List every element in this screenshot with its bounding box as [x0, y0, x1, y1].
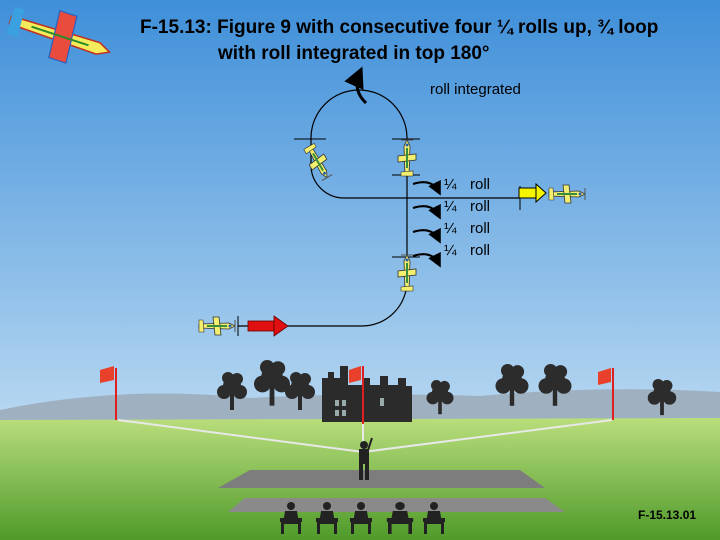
exit-direction-arrow-icon [518, 182, 547, 204]
aerobatic-plane-logo-icon [6, 6, 112, 64]
quarter-roll-arrow-icon [412, 203, 441, 220]
runway-strip [218, 470, 545, 488]
quarter-roll-arrow-icon [412, 179, 441, 196]
quarter-roll-word: roll [470, 220, 491, 237]
flag-icon-centre [349, 366, 364, 424]
quarter-roll-fraction: ¼ [444, 176, 457, 193]
quarter-roll-fraction: ¼ [444, 220, 457, 237]
figure-title-line2: with roll integrated in top 180° [218, 43, 490, 64]
quarter-roll-arrow-icon [412, 251, 441, 268]
roll-integrated-label: roll integrated [430, 81, 521, 98]
pilot-icon [359, 437, 373, 480]
figure-id: F-15.13.01 [638, 508, 697, 522]
figure-title-line1: F-15.13: Figure 9 with consecutive four … [140, 17, 659, 38]
roll-integrated-arrow-icon [344, 66, 368, 105]
flag-icon-left [100, 366, 117, 420]
left-sight-line [117, 419, 364, 453]
flag-icon-right [598, 368, 614, 420]
quarter-roll-fraction: ¼ [444, 242, 457, 259]
quarter-roll-word: roll [470, 242, 491, 259]
quarter-roll-word: roll [470, 176, 491, 193]
quarter-roll-arrow-icon [412, 227, 441, 244]
castle-icon [322, 366, 412, 422]
right-sight-line [362, 419, 613, 453]
quarter-roll-word: roll [470, 198, 491, 215]
entry-direction-arrow-icon [247, 315, 289, 337]
flight-path [238, 89, 520, 327]
quarter-roll-fraction: ¼ [444, 198, 457, 215]
